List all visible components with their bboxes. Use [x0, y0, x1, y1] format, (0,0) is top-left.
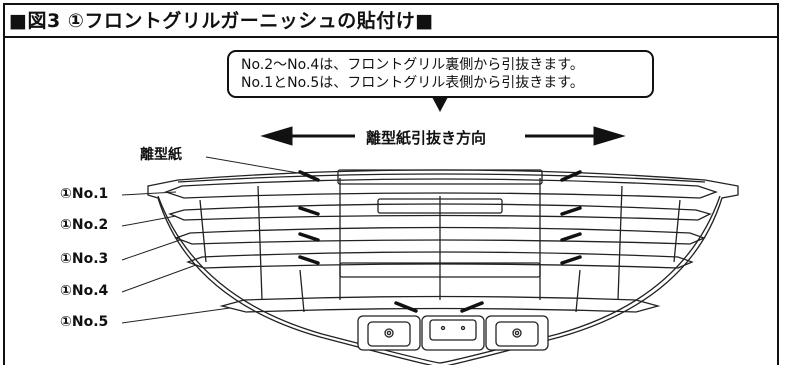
title-divider: [3, 36, 779, 38]
callout-pointer: [432, 97, 448, 112]
figure-title: ■図3 ①フロントグリルガーニッシュの貼付け■: [9, 10, 434, 32]
leader-lines: [121, 156, 305, 324]
part-label-no1: ①No.1: [60, 186, 109, 202]
front-grille: [147, 169, 739, 365]
direction-arrow-left: [260, 126, 355, 146]
direction-label: 離型紙引抜き方向: [362, 127, 491, 148]
release-paper-label: 離型紙: [140, 147, 182, 163]
part-label-no2: ①No.2: [60, 217, 109, 233]
direction-arrow-right: [525, 126, 626, 146]
part-label-no4: ①No.4: [60, 283, 109, 299]
callout-line-1: No.2～No.4は、フロントグリル裏側から引抜きます。: [241, 57, 584, 73]
part-label-no3: ①No.3: [60, 251, 109, 267]
callout-line-2: No.1とNo.5は、フロントグリル表側から引抜きます。: [241, 75, 584, 91]
release-paper-tabs: [298, 170, 582, 313]
instruction-callout: No.2～No.4は、フロントグリル裏側から引抜きます。 No.1とNo.5は、…: [227, 50, 654, 98]
part-label-no5: ①No.5: [60, 314, 109, 330]
